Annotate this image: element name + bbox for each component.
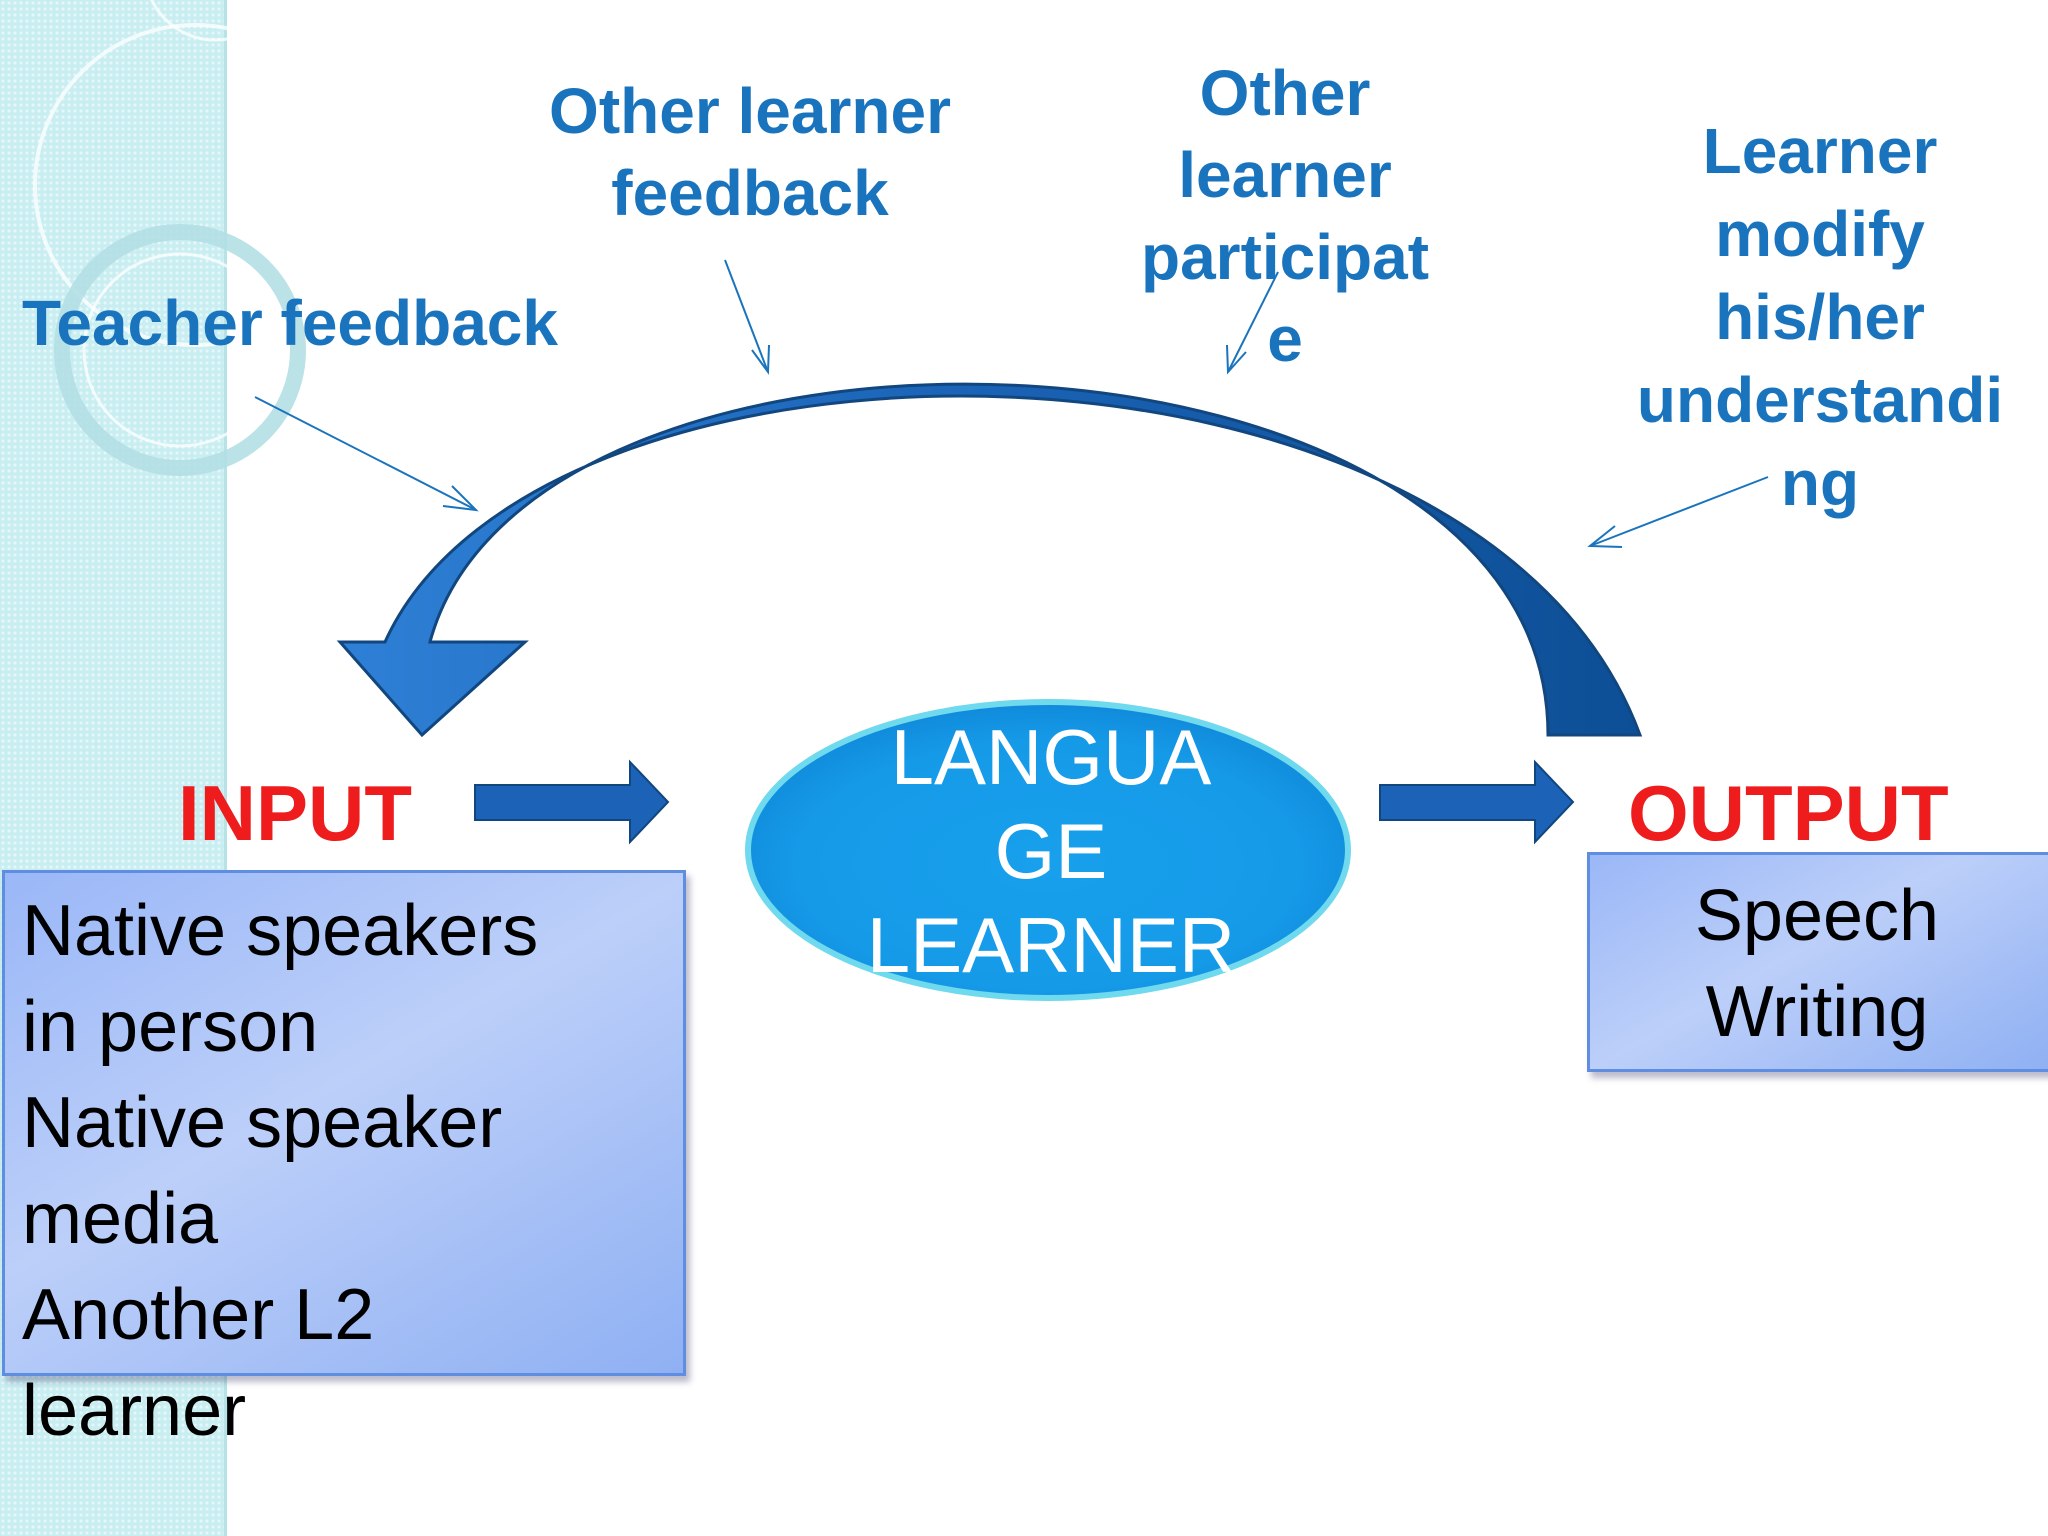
teacher-feedback-label: Teacher feedback (22, 287, 558, 359)
learner-to-output-arrow (1379, 759, 1575, 845)
side-band-edge (224, 0, 227, 1536)
input-items: Native speakers in person Native speaker… (22, 883, 538, 1459)
output-item: Speech (1694, 876, 1940, 956)
other-learner-feedback-line: feedback (611, 157, 889, 229)
input-to-learner-arrow (474, 759, 670, 845)
output-items: Speech Writing (1587, 868, 2047, 1060)
learner-modify-pointer-head (1587, 525, 1623, 548)
input-item: media (22, 1179, 219, 1259)
input-item: Native speaker (22, 1083, 503, 1163)
deco-ring-top (150, 0, 280, 42)
other-learner-participate-label: Other learner participat e (1110, 52, 1460, 380)
other-learner-participate-line: learner (1178, 139, 1392, 211)
center-node-line: LANGUA (890, 713, 1212, 801)
learner-modify-pointer (1589, 476, 1769, 547)
teacher-feedback-pointer-head (442, 485, 479, 512)
input-item: in person (22, 987, 319, 1067)
learner-modify-line: understandi (1636, 364, 2004, 436)
learner-modify-label: Learner modify his/her understandi ng (1600, 110, 2040, 525)
deco-ring-large (33, 23, 357, 347)
input-item: learner (22, 1371, 247, 1451)
input-item: Native speakers (22, 891, 539, 971)
teacher-feedback-pointer (254, 396, 477, 511)
center-node-line: LEARNER (866, 901, 1236, 989)
language-learner-label: LANGUA GE LEARNER (790, 710, 1312, 992)
learner-modify-line: modify (1715, 198, 1925, 270)
output-label: OUTPUT (1628, 769, 1949, 857)
participate-pointer (1227, 271, 1279, 373)
deco-ring-inner (82, 252, 278, 448)
other-learner-participate-line: participat (1140, 221, 1430, 293)
learner-modify-line: Learner (1702, 115, 1938, 187)
deco-ring-thick (54, 224, 306, 476)
output-item: Writing (1705, 972, 1929, 1052)
input-item: Another L2 (22, 1275, 375, 1355)
other-learner-participate-line: e (1267, 303, 1303, 375)
learner-modify-line: his/her (1715, 281, 1925, 353)
learner-modify-line: ng (1780, 447, 1860, 519)
other-feedback-pointer-head (751, 344, 770, 375)
other-learner-participate-line: Other (1199, 57, 1371, 129)
input-label: INPUT (178, 769, 412, 857)
center-node-line: GE (994, 807, 1108, 895)
output-box (1587, 852, 2048, 1072)
language-learner-node (745, 699, 1351, 1001)
feedback-arch-arrow (336, 382, 1643, 738)
other-learner-feedback-label: Other learner feedback (520, 70, 980, 234)
other-feedback-pointer (724, 259, 769, 373)
other-learner-feedback-line: Other learner (549, 75, 951, 147)
participate-pointer-head (1226, 344, 1247, 375)
input-box (2, 870, 686, 1376)
